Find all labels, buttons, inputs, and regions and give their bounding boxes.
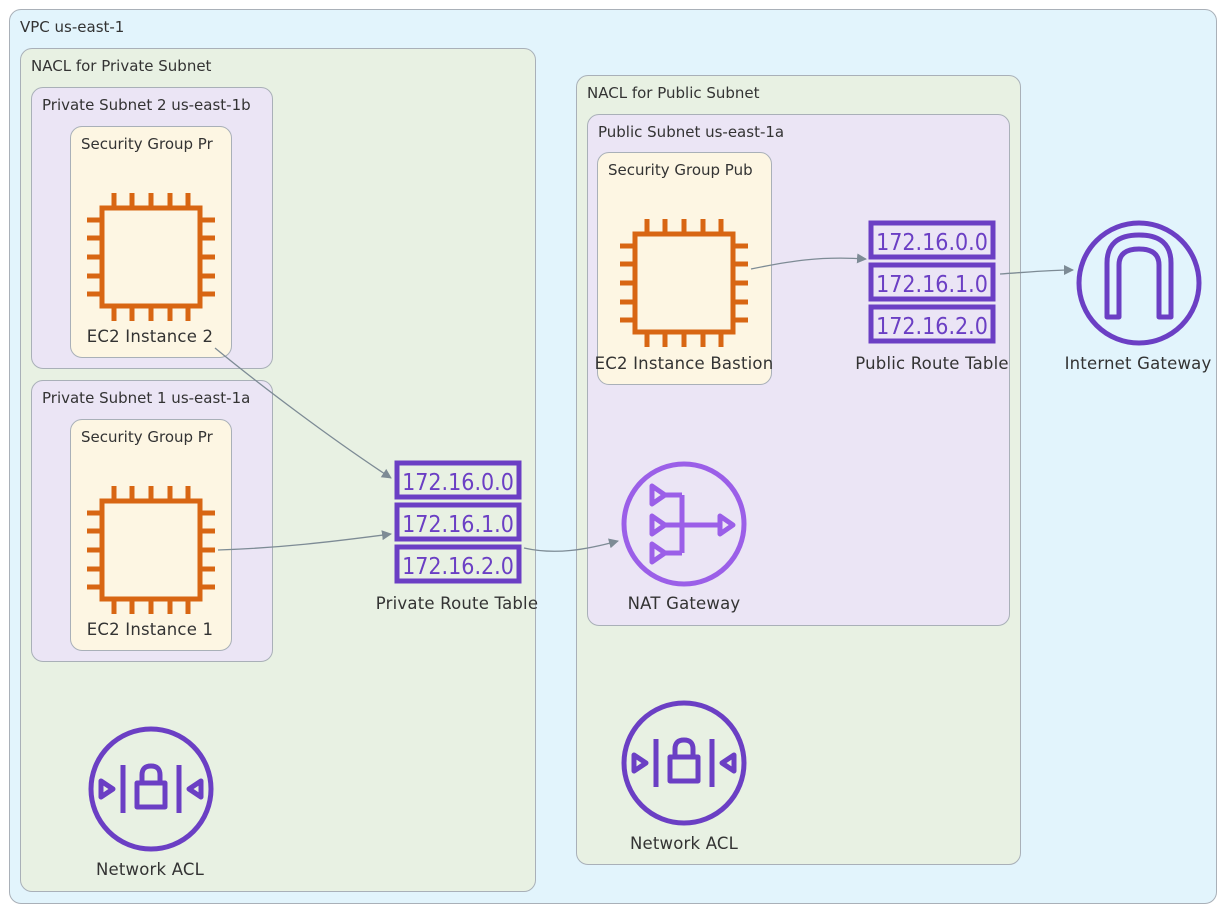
public-subnet-label: Public Subnet us-east-1a [598,123,785,141]
ec2-instance-2-label: EC2 Instance 2 [86,327,214,346]
private-route-1: 172.16.1.0 [402,512,514,538]
edge-ec2-1-to-private-route-table [217,530,392,551]
private-subnet-2-label: Private Subnet 2 us-east-1b [42,96,251,114]
security-group-private-2-label: Security Group Pr [81,135,213,153]
nacl-private-label: NACL for Private Subnet [31,57,212,75]
ec2-instance-icon [620,219,748,347]
edge-private-route-table-to-nat [523,538,619,552]
nacl-public-label: NACL for Public Subnet [587,84,760,102]
security-group-public-label: Security Group Pub [608,161,753,179]
security-group-private-1-label: Security Group Pr [81,428,213,446]
internet-gateway-label: Internet Gateway [1064,354,1212,373]
network-acl-public-label: Network ACL [629,834,739,853]
vpc-label: VPC us-east-1 [20,18,125,36]
nat-gateway-label: NAT Gateway [627,594,741,613]
ec2-instance-1-label: EC2 Instance 1 [86,620,214,639]
public-route-table-label: Public Route Table [855,354,1009,373]
route-table-icon: 172.16.0.0 172.16.1.0 172.16.2.0 [394,460,522,584]
edge-public-route-table-to-igw [999,265,1074,276]
private-route-2: 172.16.2.0 [402,554,514,580]
route-table-icon: 172.16.0.0 172.16.1.0 172.16.2.0 [868,220,996,344]
nat-gateway-icon [621,461,747,587]
edge-ec2-2-to-private-route-table [214,347,392,479]
public-route-1: 172.16.1.0 [876,272,988,298]
private-route-0: 172.16.0.0 [402,470,514,496]
private-subnet-1-label: Private Subnet 1 us-east-1a [42,389,251,407]
private-route-table-label: Private Route Table [375,594,539,613]
ec2-instance-icon [87,193,215,321]
network-acl-icon [88,726,214,852]
public-route-0: 172.16.0.0 [876,230,988,256]
ec2-instance-bastion-label: EC2 Instance Bastion [594,354,774,373]
edge-bastion-to-public-route-table [750,253,867,270]
network-acl-private-label: Network ACL [95,860,205,879]
network-acl-icon [621,700,747,826]
internet-gateway-icon [1076,220,1202,346]
ec2-instance-icon [87,486,215,614]
public-route-2: 172.16.2.0 [876,314,988,340]
